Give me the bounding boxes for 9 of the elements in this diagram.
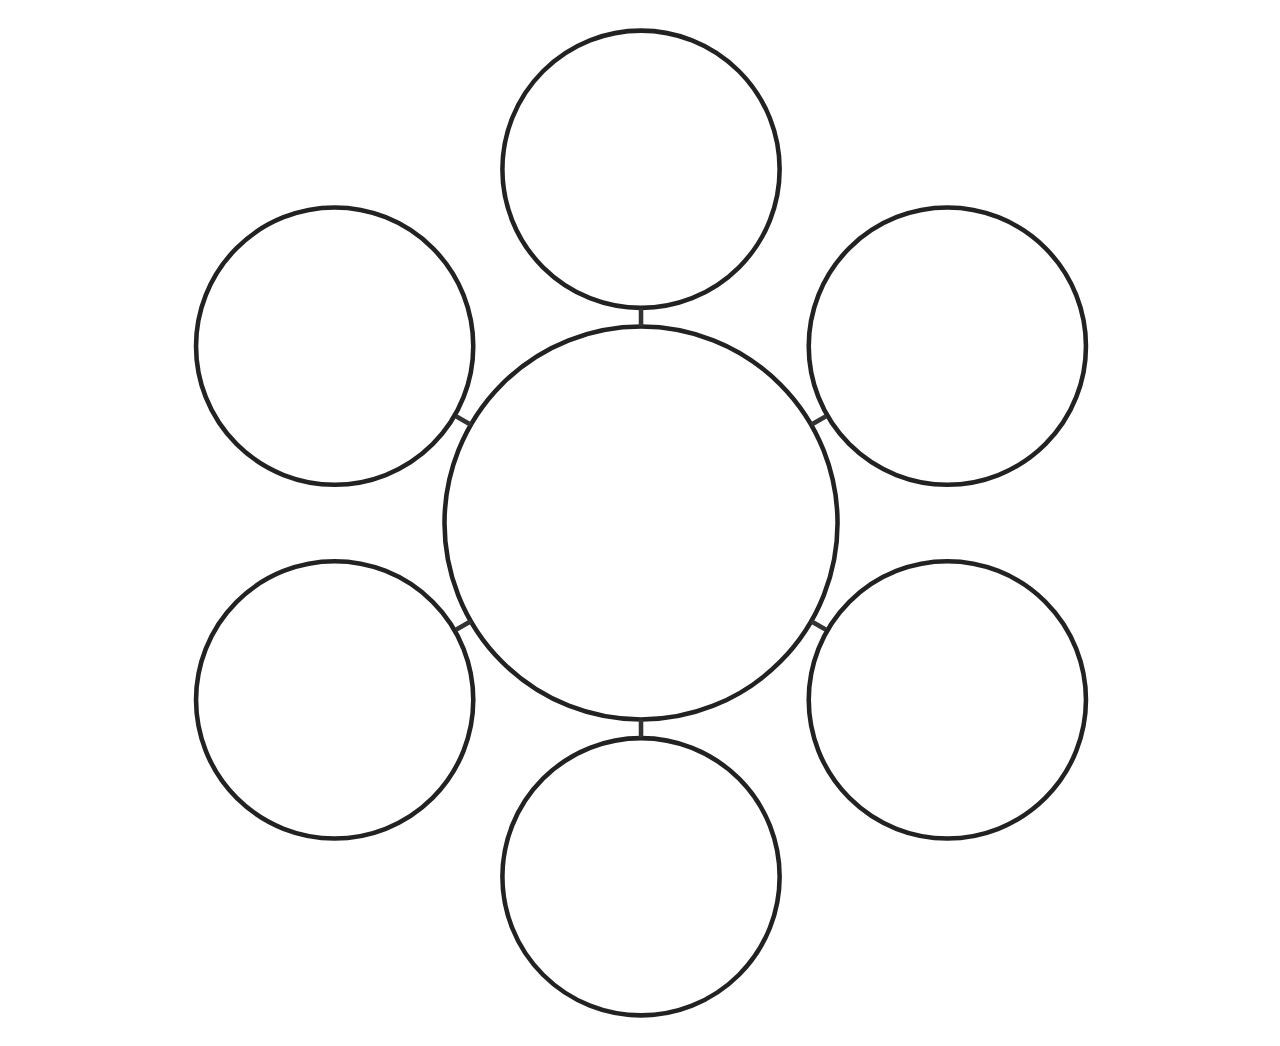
- connector: [637, 308, 643, 327]
- connector: [453, 414, 471, 427]
- connector: [637, 719, 643, 738]
- connector: [453, 619, 471, 632]
- connector: [809, 619, 827, 632]
- node-circle: [441, 324, 839, 722]
- node-circle: [499, 735, 781, 1018]
- connector: [809, 414, 827, 427]
- node-circle: [499, 28, 781, 311]
